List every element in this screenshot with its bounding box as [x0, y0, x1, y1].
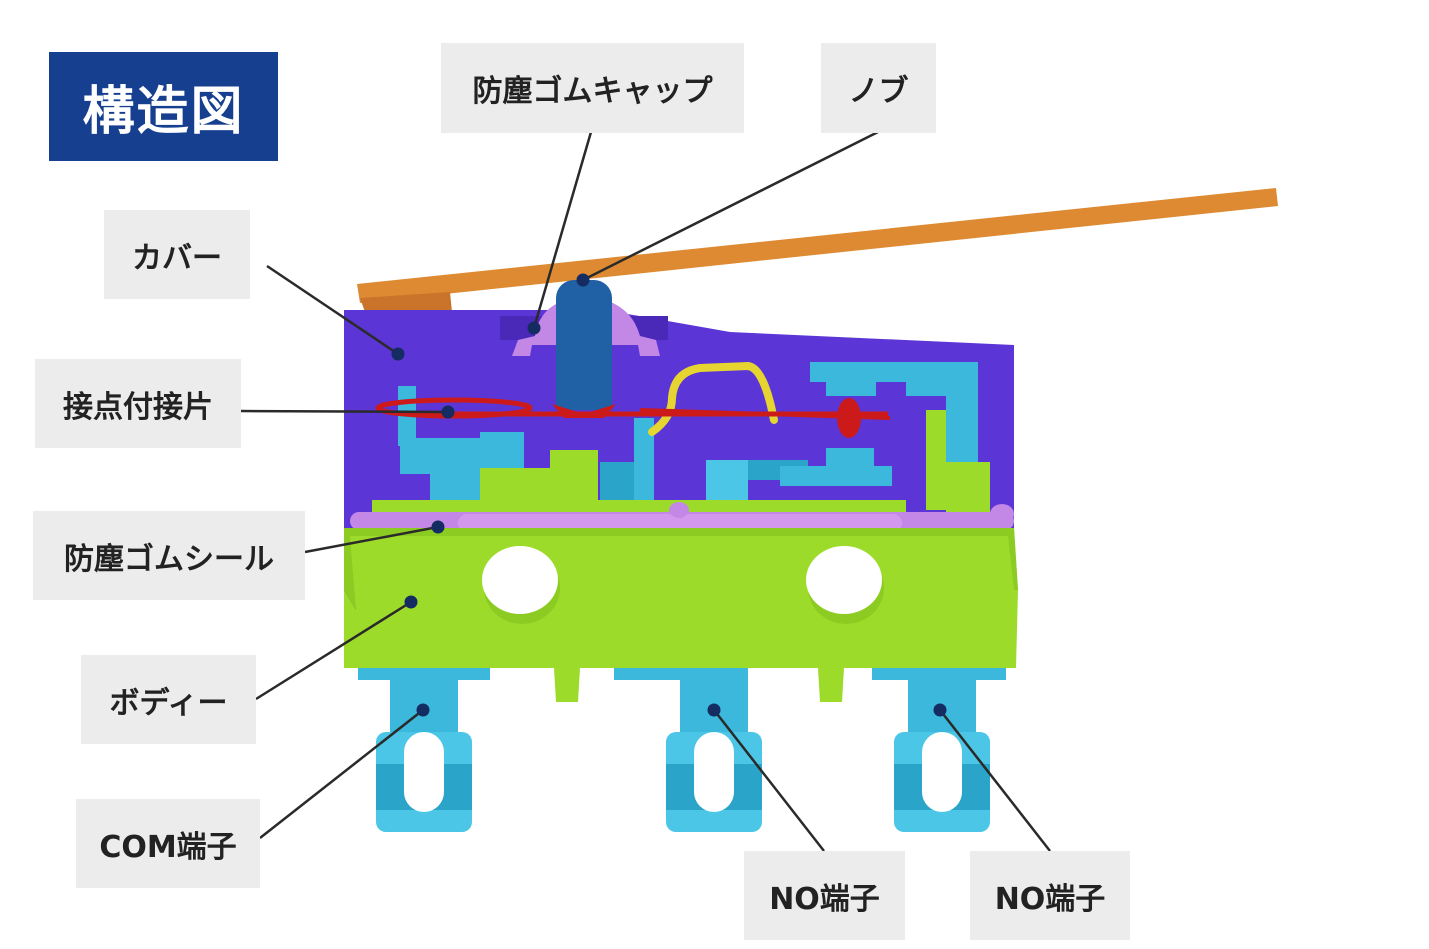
label-dust-cap: 防塵ゴムキャップ: [441, 43, 744, 133]
leader-lines: [240, 130, 1051, 852]
label-no-terminal-2: NO端子: [970, 851, 1130, 940]
label-com-terminal: COM端子: [76, 799, 260, 888]
leader-dots: [391, 273, 947, 717]
contact-point: [837, 398, 861, 438]
lever-arm: [357, 188, 1278, 303]
page-title: 構造図: [49, 52, 278, 161]
no-terminal-2-shape: [872, 668, 1006, 832]
label-contact-spring: 接点付接片: [35, 359, 241, 448]
lever-hinge: [360, 292, 452, 312]
no-terminal-1-shape: [614, 668, 762, 832]
com-terminal-shape: [358, 668, 490, 832]
label-knob: ノブ: [821, 43, 936, 133]
label-dust-seal: 防塵ゴムシール: [33, 511, 305, 600]
knob-base: [556, 318, 612, 410]
label-cover: カバー: [104, 210, 250, 299]
label-no-terminal-1: NO端子: [744, 851, 905, 940]
body-shape: [344, 528, 1018, 668]
label-body: ボディー: [81, 655, 256, 744]
